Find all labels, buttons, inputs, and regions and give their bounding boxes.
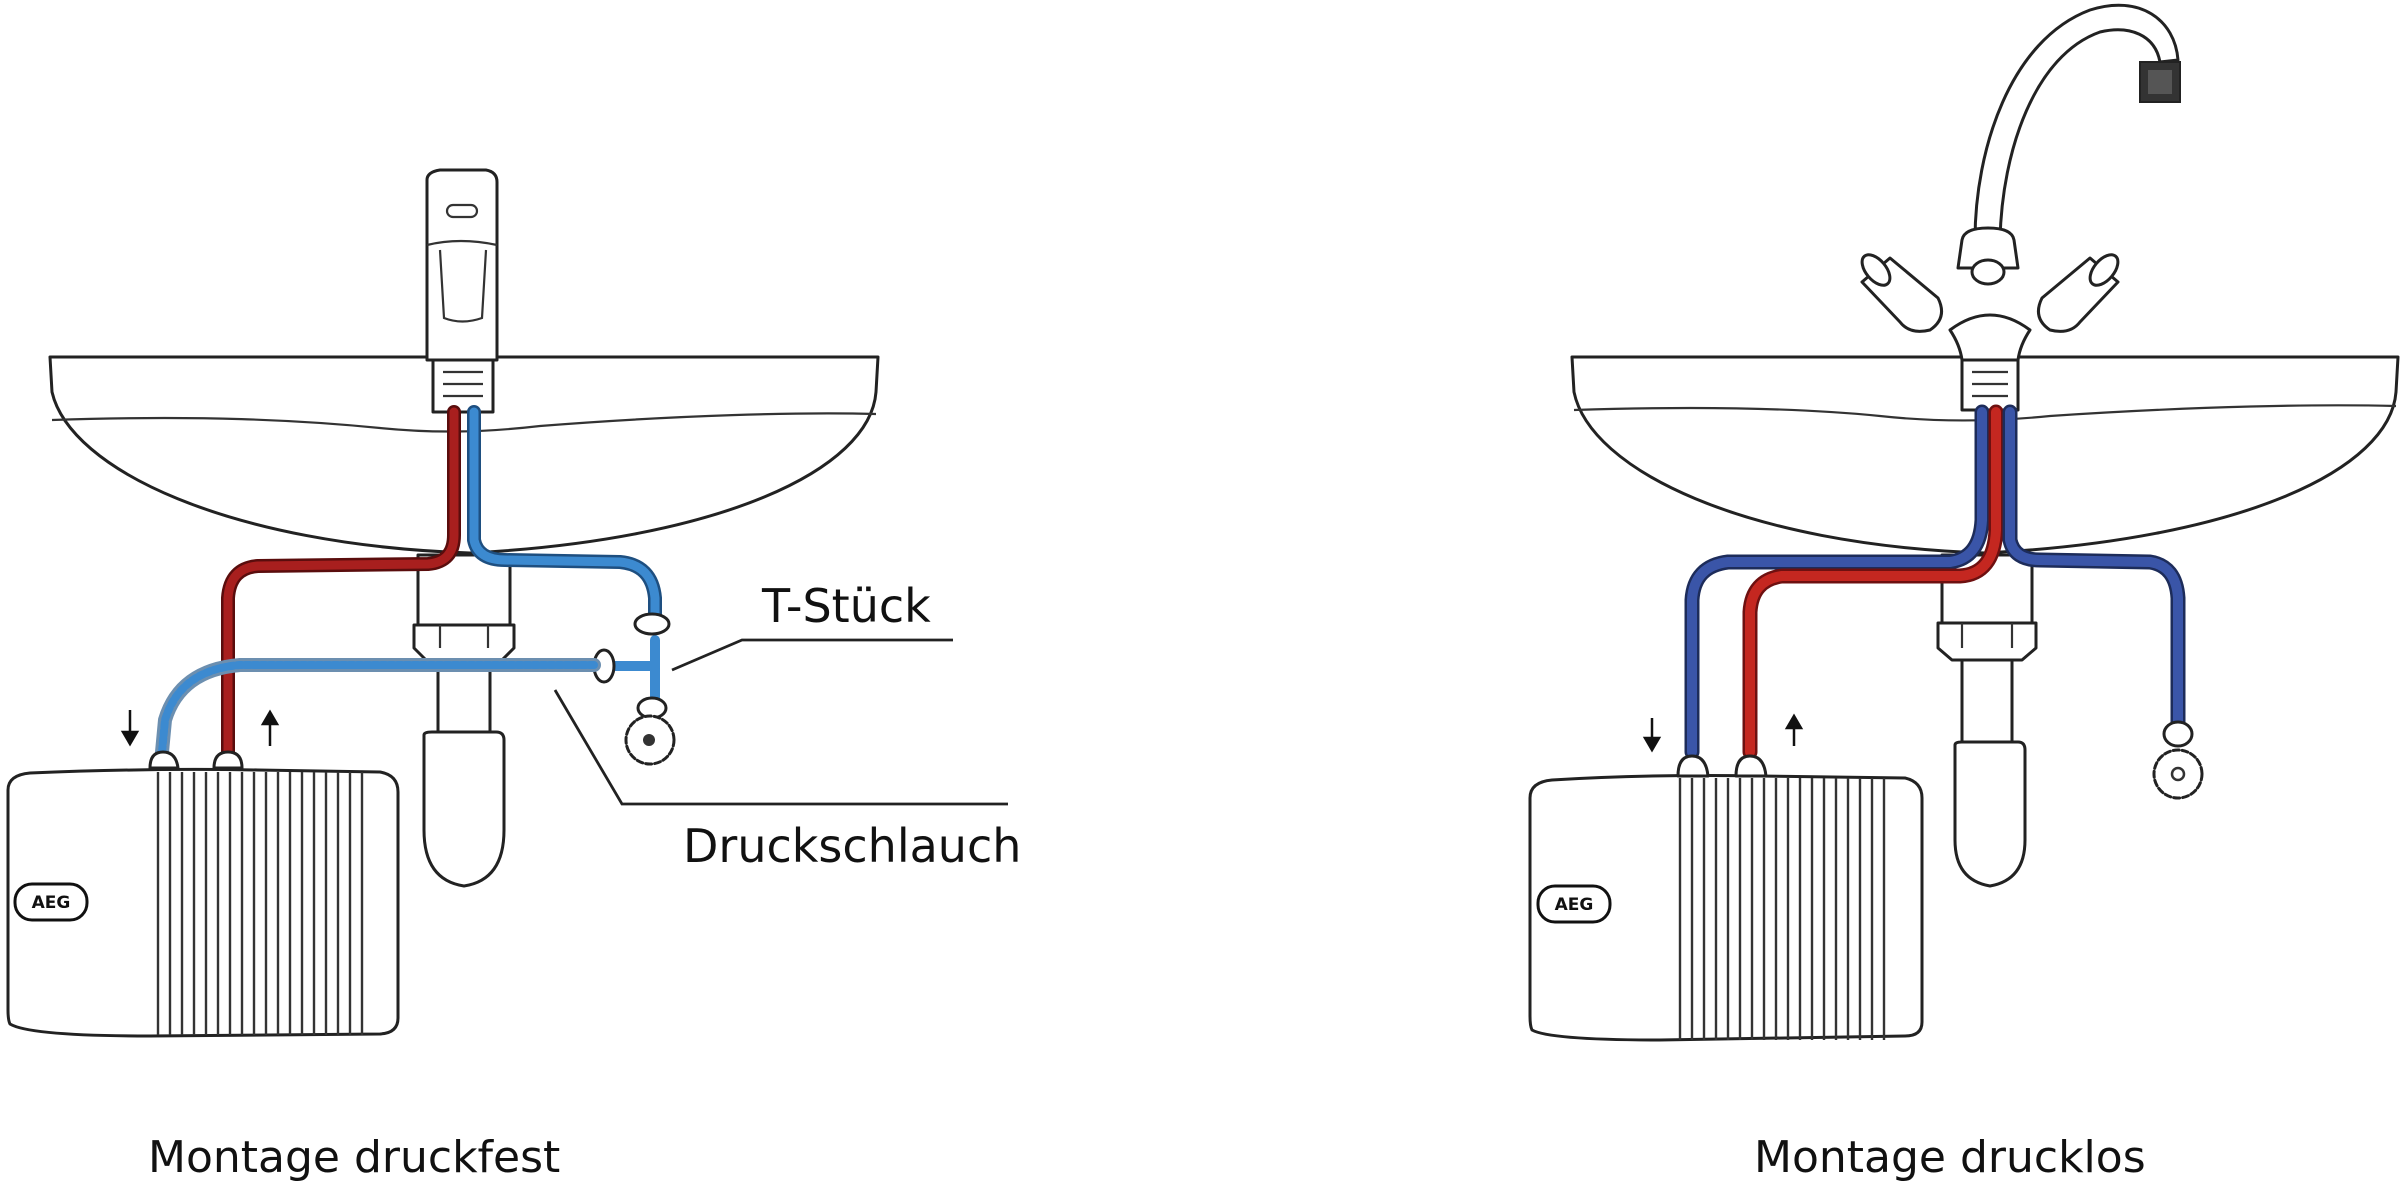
pressure-hose-label: Druckschlauch [683,819,1021,873]
t-piece-label: T-Stück [761,579,931,633]
cold-water-pipe [467,405,662,627]
aeg-logo: AEG [13,882,89,922]
caption-pressure: Montage druckfest [148,1132,560,1183]
hot-outlet-pipe [1742,404,2004,760]
angle-valve [2152,720,2204,800]
heater-fins [1678,778,1886,1040]
aeg-logo-text: AEG [32,893,71,913]
hot-water-pipe [221,405,461,759]
pressure-hose-leader [553,689,1008,806]
cold-inlet-pipe [1684,404,1990,760]
caption-open-outlet: Montage drucklos [1754,1132,2146,1183]
pressure-hose [155,658,601,759]
drain-siphon [1936,553,2038,888]
aeg-logo-text: AEG [1555,895,1594,915]
heater-connectors [1676,754,1768,778]
drain-siphon [412,553,516,888]
panel-open-outlet: AEG [1528,3,2400,1183]
panel-pressure: AEG [6,168,1021,1183]
flow-arrow-down [1642,718,1662,753]
aeg-logo: AEG [1536,884,1612,924]
heater-fins [156,772,364,1035]
flow-arrow-up [1784,713,1804,746]
heater-connectors [148,750,244,770]
water-heater: AEG [1528,774,1924,1042]
flow-arrow-up [260,709,280,746]
flow-arrow-down [120,710,140,747]
faucet-two-handle [1860,3,2181,412]
t-piece-leader [671,638,953,672]
faucet-single-lever [425,168,499,414]
t-piece [592,612,671,705]
water-heater: AEG [6,767,400,1038]
angle-valve [624,696,676,766]
cold-supply-pipe [2002,404,2186,730]
